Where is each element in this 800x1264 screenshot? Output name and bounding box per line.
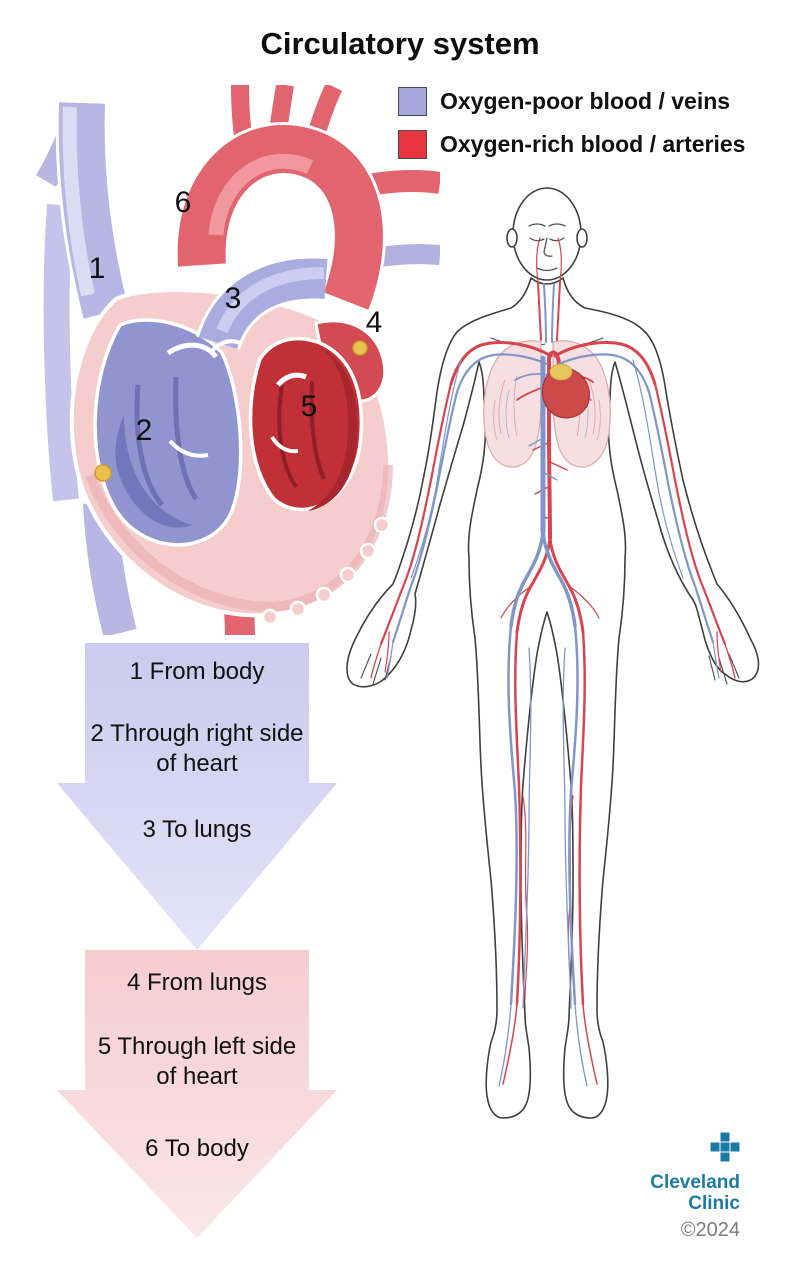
footer-branding: Cleveland Clinic ©2024 [650, 1132, 740, 1242]
arteries-legend-label: Oxygen-rich blood / arteries [440, 130, 746, 157]
heart-label-6: 6 [175, 186, 192, 219]
cleveland-clinic-logo-icon [710, 1132, 740, 1162]
heart-label-5: 5 [301, 390, 318, 423]
flow-step-3: 3 To lungs [142, 816, 252, 843]
brand-name-line2: Clinic [688, 1193, 740, 1214]
flow-step-6: 6 To body [145, 1135, 249, 1162]
venous-flow-arrow: 1 From body 2 Through right side of hear… [57, 643, 337, 950]
legend: Oxygen-poor blood / veins Oxygen-rich bl… [398, 86, 745, 172]
heart-svg: 1 2 3 4 5 6 [33, 85, 440, 635]
right-heart-chambers [93, 318, 243, 547]
legend-item-arteries: Oxygen-rich blood / arteries [398, 129, 745, 159]
left-ventricle [248, 336, 364, 512]
face-features [528, 223, 566, 272]
body-illustration [345, 180, 765, 1130]
brand-name-line1: Cleveland [650, 1172, 740, 1193]
heart-label-3: 3 [225, 282, 242, 315]
heart-number-labels: 1 2 3 4 5 6 [89, 186, 383, 447]
vena-cava-vessels [33, 102, 132, 502]
heart-label-4: 4 [366, 306, 383, 339]
flow-step-5: 5 Through left side of heart [97, 1033, 297, 1090]
veins-color-swatch [398, 86, 427, 116]
copyright-year: ©2024 [680, 1219, 740, 1241]
body-outline [346, 187, 760, 1119]
page-title: Circulatory system [260, 26, 540, 61]
coronary-fat-spots [94, 340, 368, 482]
flow-step-1: 1 From body [129, 658, 265, 685]
heart-label-2: 2 [136, 414, 153, 447]
flow-step-2: 2 Through right side of heart [90, 720, 304, 777]
veins-legend-label: Oxygen-poor blood / veins [440, 87, 731, 114]
arteries [370, 237, 736, 1085]
arteries-color-swatch [398, 129, 427, 159]
body-heart [541, 363, 590, 419]
heart-label-1: 1 [89, 252, 106, 285]
heart-illustration: 1 2 3 4 5 6 [20, 85, 440, 635]
legend-item-veins: Oxygen-poor blood / veins [398, 86, 745, 116]
pulmonary-trunk [196, 255, 328, 353]
aorta [174, 85, 440, 311]
flow-step-4: 4 From lungs [126, 969, 268, 996]
body-svg [346, 187, 760, 1119]
arterial-flow-arrow: 4 From lungs 5 Through left side of hear… [57, 950, 337, 1238]
